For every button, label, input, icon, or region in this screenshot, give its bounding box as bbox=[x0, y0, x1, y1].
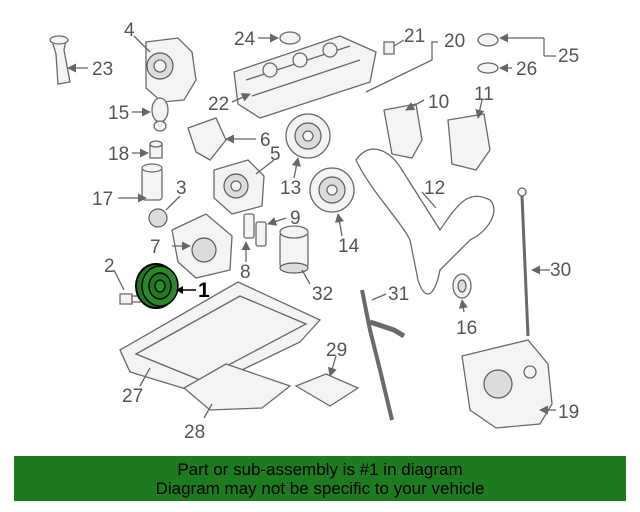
part-3-gear bbox=[148, 208, 168, 228]
callout-17: 17 bbox=[92, 189, 113, 210]
callout-4: 4 bbox=[124, 20, 135, 41]
part-16-idler bbox=[452, 273, 472, 299]
callout-20: 20 bbox=[444, 31, 465, 52]
callout-18: 18 bbox=[108, 144, 129, 165]
info-banner: Part or sub-assembly is #1 in diagram Di… bbox=[14, 456, 626, 501]
callout-6: 6 bbox=[260, 130, 271, 151]
part-23-tube bbox=[49, 35, 71, 85]
part-4-housing bbox=[145, 37, 197, 103]
callout-23: 23 bbox=[92, 59, 113, 80]
callout-16: 16 bbox=[456, 318, 477, 339]
part-21-plug bbox=[383, 41, 395, 55]
part-11-cover bbox=[447, 113, 491, 171]
callout-19: 19 bbox=[558, 402, 579, 423]
part-10-cover bbox=[383, 103, 423, 159]
callout-13: 13 bbox=[280, 178, 301, 199]
part-15-fitting bbox=[151, 97, 169, 132]
part-8-gasket bbox=[243, 213, 255, 239]
part-12-timing-belt bbox=[355, 148, 495, 295]
callout-11: 11 bbox=[474, 84, 494, 105]
part-25-cap bbox=[477, 33, 499, 47]
part-14-pulley bbox=[309, 167, 355, 213]
callout-26: 26 bbox=[516, 59, 537, 80]
callout-5: 5 bbox=[270, 144, 281, 165]
part-27-oil-pan bbox=[119, 281, 322, 393]
part-17-cylinder bbox=[141, 163, 163, 201]
banner-line-2: Diagram may not be specific to your vehi… bbox=[155, 479, 485, 498]
callout-30: 30 bbox=[550, 260, 571, 281]
part-13-pulley bbox=[285, 113, 331, 159]
callout-24: 24 bbox=[234, 29, 256, 50]
part-32-oil-filter bbox=[279, 225, 309, 274]
callout-31: 31 bbox=[388, 284, 409, 305]
callout-7: 7 bbox=[150, 237, 161, 258]
part-28-lower-pan bbox=[182, 363, 292, 411]
callout-32: 32 bbox=[312, 284, 333, 305]
part-26-gasket bbox=[477, 62, 499, 74]
callout-27: 27 bbox=[122, 386, 143, 407]
part-24-cap bbox=[279, 31, 301, 45]
callout-15: 15 bbox=[108, 103, 129, 124]
banner-line-1: Part or sub-assembly is #1 in diagram bbox=[177, 460, 463, 479]
callout-14: 14 bbox=[338, 236, 360, 257]
callout-2: 2 bbox=[104, 256, 115, 277]
callout-29: 29 bbox=[326, 340, 347, 361]
part-22-valve-cover bbox=[233, 35, 377, 119]
part-9-gasket bbox=[255, 221, 267, 247]
part-30-dipstick bbox=[517, 187, 530, 337]
part-18-sensor bbox=[149, 140, 163, 159]
callout-9: 9 bbox=[290, 208, 301, 229]
part-1-crankshaft-pulley bbox=[135, 263, 179, 309]
part-5-water-pump bbox=[213, 159, 265, 215]
callout-28: 28 bbox=[184, 422, 205, 443]
callout-8: 8 bbox=[240, 262, 251, 283]
part-29-baffle bbox=[294, 373, 360, 407]
callout-1: 1 bbox=[198, 279, 210, 302]
callout-10: 10 bbox=[428, 92, 449, 113]
callout-12: 12 bbox=[424, 178, 445, 199]
part-19-housing bbox=[461, 339, 553, 429]
callout-3: 3 bbox=[176, 178, 187, 199]
part-31-tube bbox=[360, 289, 406, 421]
callout-25: 25 bbox=[558, 46, 579, 67]
parts-diagram: 23 4 24 22 21 20 25 26 15 6 bbox=[49, 20, 579, 443]
callout-22: 22 bbox=[208, 94, 229, 115]
part-6-bracket bbox=[187, 117, 227, 161]
part-7-cover bbox=[171, 213, 233, 279]
callout-21: 21 bbox=[404, 26, 425, 47]
